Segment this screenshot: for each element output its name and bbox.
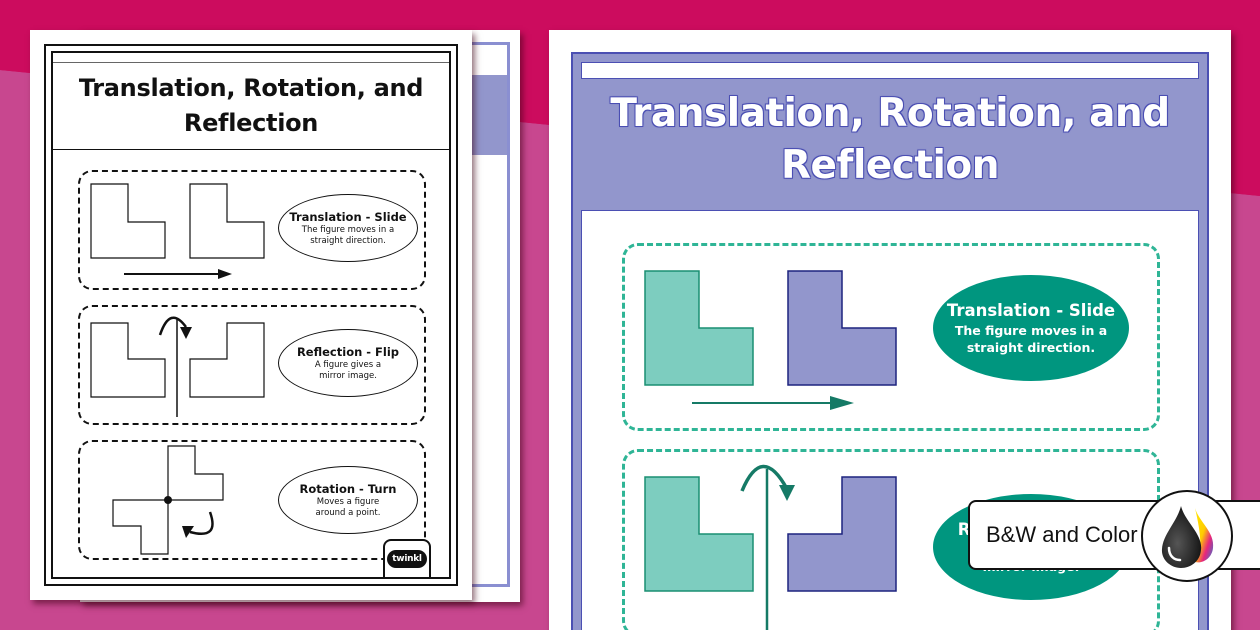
bw-label-translation: Translation - Slide The figure moves in … bbox=[278, 194, 418, 262]
color-frame: Translation, Rotation, and Reflection Tr… bbox=[571, 52, 1209, 630]
badge-label: B&W and Color bbox=[986, 522, 1138, 547]
label-desc: straight direction. bbox=[966, 340, 1096, 355]
color-worksheet: Translation, Rotation, and Reflection Tr… bbox=[549, 30, 1231, 630]
label-desc: The figure moves in a bbox=[954, 323, 1108, 338]
color-panel-translation: Translation - Slide The figure moves in … bbox=[622, 243, 1160, 431]
label-desc: straight direction. bbox=[310, 235, 386, 246]
label-title: Reflection - Flip bbox=[296, 344, 400, 359]
bw-frame-inner: Translation, Rotation, and Reflection Tr… bbox=[51, 51, 451, 579]
color-title-line1: Translation, Rotation, and bbox=[610, 91, 1170, 136]
label-title: Translation - Slide bbox=[289, 209, 407, 224]
reflection-diagram bbox=[90, 316, 265, 417]
label-desc: Moves a figure bbox=[316, 496, 380, 507]
bw-panel-translation: Translation - Slide The figure moves in … bbox=[78, 170, 426, 290]
rotation-diagram bbox=[112, 445, 224, 555]
translation-diagram-color bbox=[644, 270, 897, 410]
bw-title-line2: Reflection bbox=[183, 109, 319, 137]
bw-top-rule bbox=[53, 62, 449, 63]
bw-page-title: Translation, Rotation, and Reflection bbox=[53, 71, 449, 145]
color-title-line2: Reflection bbox=[781, 143, 999, 188]
bw-label-rotation: Rotation - Turn Moves a figure around a … bbox=[278, 466, 418, 534]
label-desc: around a point. bbox=[315, 507, 381, 518]
label-title: Translation - Slide bbox=[946, 301, 1116, 320]
twinkl-logo-tab: twinkl bbox=[383, 539, 431, 577]
bw-panel-rotation: Rotation - Turn Moves a figure around a … bbox=[78, 440, 426, 560]
label-desc: The figure moves in a bbox=[301, 224, 395, 235]
bw-panel-reflection: Reflection - Flip A figure gives a mirro… bbox=[78, 305, 426, 425]
color-label-translation: Translation - Slide The figure moves in … bbox=[933, 275, 1129, 381]
ink-drops-icon bbox=[1141, 490, 1233, 582]
label-desc: mirror image. bbox=[319, 370, 377, 381]
bw-label-reflection: Reflection - Flip A figure gives a mirro… bbox=[278, 329, 418, 397]
reflection-diagram-color bbox=[644, 464, 897, 630]
bw-title-line1: Translation, Rotation, and bbox=[78, 74, 424, 102]
label-title: Rotation - Turn bbox=[299, 481, 397, 496]
color-page-title: Translation, Rotation, and Reflection bbox=[573, 88, 1207, 208]
bw-frame: Translation, Rotation, and Reflection Tr… bbox=[44, 44, 458, 586]
twinkl-logo: twinkl bbox=[387, 550, 427, 568]
bw-title-rule bbox=[53, 149, 449, 150]
label-desc: A figure gives a bbox=[314, 359, 382, 370]
ink-drops-svg bbox=[1161, 506, 1214, 568]
color-top-bar bbox=[581, 62, 1199, 79]
translation-diagram bbox=[90, 183, 265, 279]
bw-worksheet: Translation, Rotation, and Reflection Tr… bbox=[30, 30, 472, 600]
